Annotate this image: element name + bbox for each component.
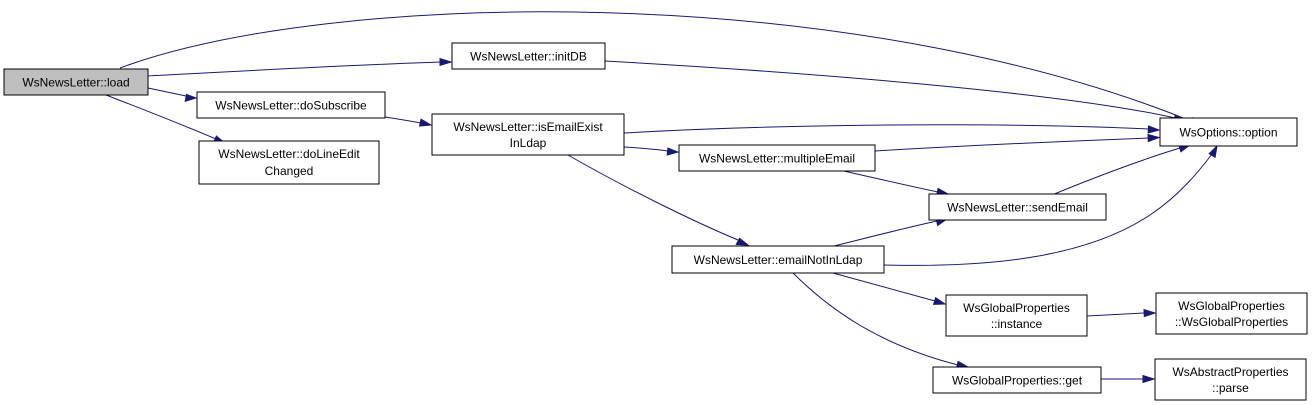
node-emailnotinldap[interactable]: WsNewsLetter::emailNotInLdap [671,245,885,274]
node-multipleemail-label: WsNewsLetter::multipleEmail [699,152,855,166]
node-instance[interactable]: WsGlobalProperties ::instance [945,294,1088,337]
edge-multipleemail-to-option [874,133,1161,152]
edge-emailnotinldap-to-sendemail [833,218,949,247]
edge-isemailexistinldap-to-option [623,124,1161,134]
node-instance-label-1: WsGlobalProperties [963,301,1070,315]
node-option-label: WsOptions::option [1179,126,1277,140]
node-parse[interactable]: WsAbstractProperties ::parse [1154,358,1307,401]
node-dosubscribe-label: WsNewsLetter::doSubscribe [215,99,367,113]
node-emailnotinldap-label: WsNewsLetter::emailNotInLdap [694,253,863,267]
nodes: WsNewsLetter::load WsNewsLetter::initDB … [3,42,1308,401]
node-sendemail[interactable]: WsNewsLetter::sendEmail [928,193,1107,221]
edge-load-to-dosubscribe [147,87,198,103]
node-initdb-label: WsNewsLetter::initDB [470,50,587,64]
node-get[interactable]: WsGlobalProperties::get [932,366,1102,394]
node-isemailexistinldap-label-1: WsNewsLetter::isEmailExist [453,120,603,134]
node-load-label: WsNewsLetter::load [22,76,129,90]
node-option[interactable]: WsOptions::option [1159,117,1298,147]
edge-sendemail-to-option [1051,144,1192,196]
edge-dosubscribe-to-isemailexistinldap [384,116,433,127]
edge-isemailexistinldap-to-multipleemail [623,146,680,156]
edge-isemailexistinldap-to-emailnotinldap [567,154,750,246]
node-dolineeditchanged[interactable]: WsNewsLetter::doLineEdit Changed [198,140,380,185]
node-isemailexistinldap-label-2: InLdap [510,136,547,150]
edge-load-to-initdb [147,57,453,77]
node-dolineeditchanged-label-1: WsNewsLetter::doLineEdit [218,147,360,161]
node-sendemail-label: WsNewsLetter::sendEmail [947,201,1088,215]
node-ctor-label-2: ::WsGlobalProperties [1175,315,1288,329]
edge-initdb-to-option [604,60,1187,123]
node-ctor[interactable]: WsGlobalProperties ::WsGlobalProperties [1155,292,1308,335]
node-get-label: WsGlobalProperties::get [952,374,1083,388]
node-instance-label-2: ::instance [991,317,1043,331]
node-isemailexistinldap[interactable]: WsNewsLetter::isEmailExist InLdap [431,113,625,156]
node-ctor-label-1: WsGlobalProperties [1178,299,1285,313]
edge-instance-to-ctor [1086,308,1157,318]
edge-emailnotinldap-to-option [883,144,1218,266]
node-initdb[interactable]: WsNewsLetter::initDB [451,42,606,70]
node-parse-label-2: ::parse [1212,381,1249,395]
node-parse-label-1: WsAbstractProperties [1172,365,1288,379]
node-dosubscribe[interactable]: WsNewsLetter::doSubscribe [196,91,386,119]
node-dolineeditchanged-label-2: Changed [265,164,314,178]
edge-emailnotinldap-to-get [792,272,970,369]
edge-get-to-parse [1100,374,1156,384]
edge-multipleemail-to-sendemail [834,168,950,196]
node-load[interactable]: WsNewsLetter::load [3,68,149,96]
edge-emailnotinldap-to-instance [832,272,947,305]
node-multipleemail[interactable]: WsNewsLetter::multipleEmail [678,144,876,172]
